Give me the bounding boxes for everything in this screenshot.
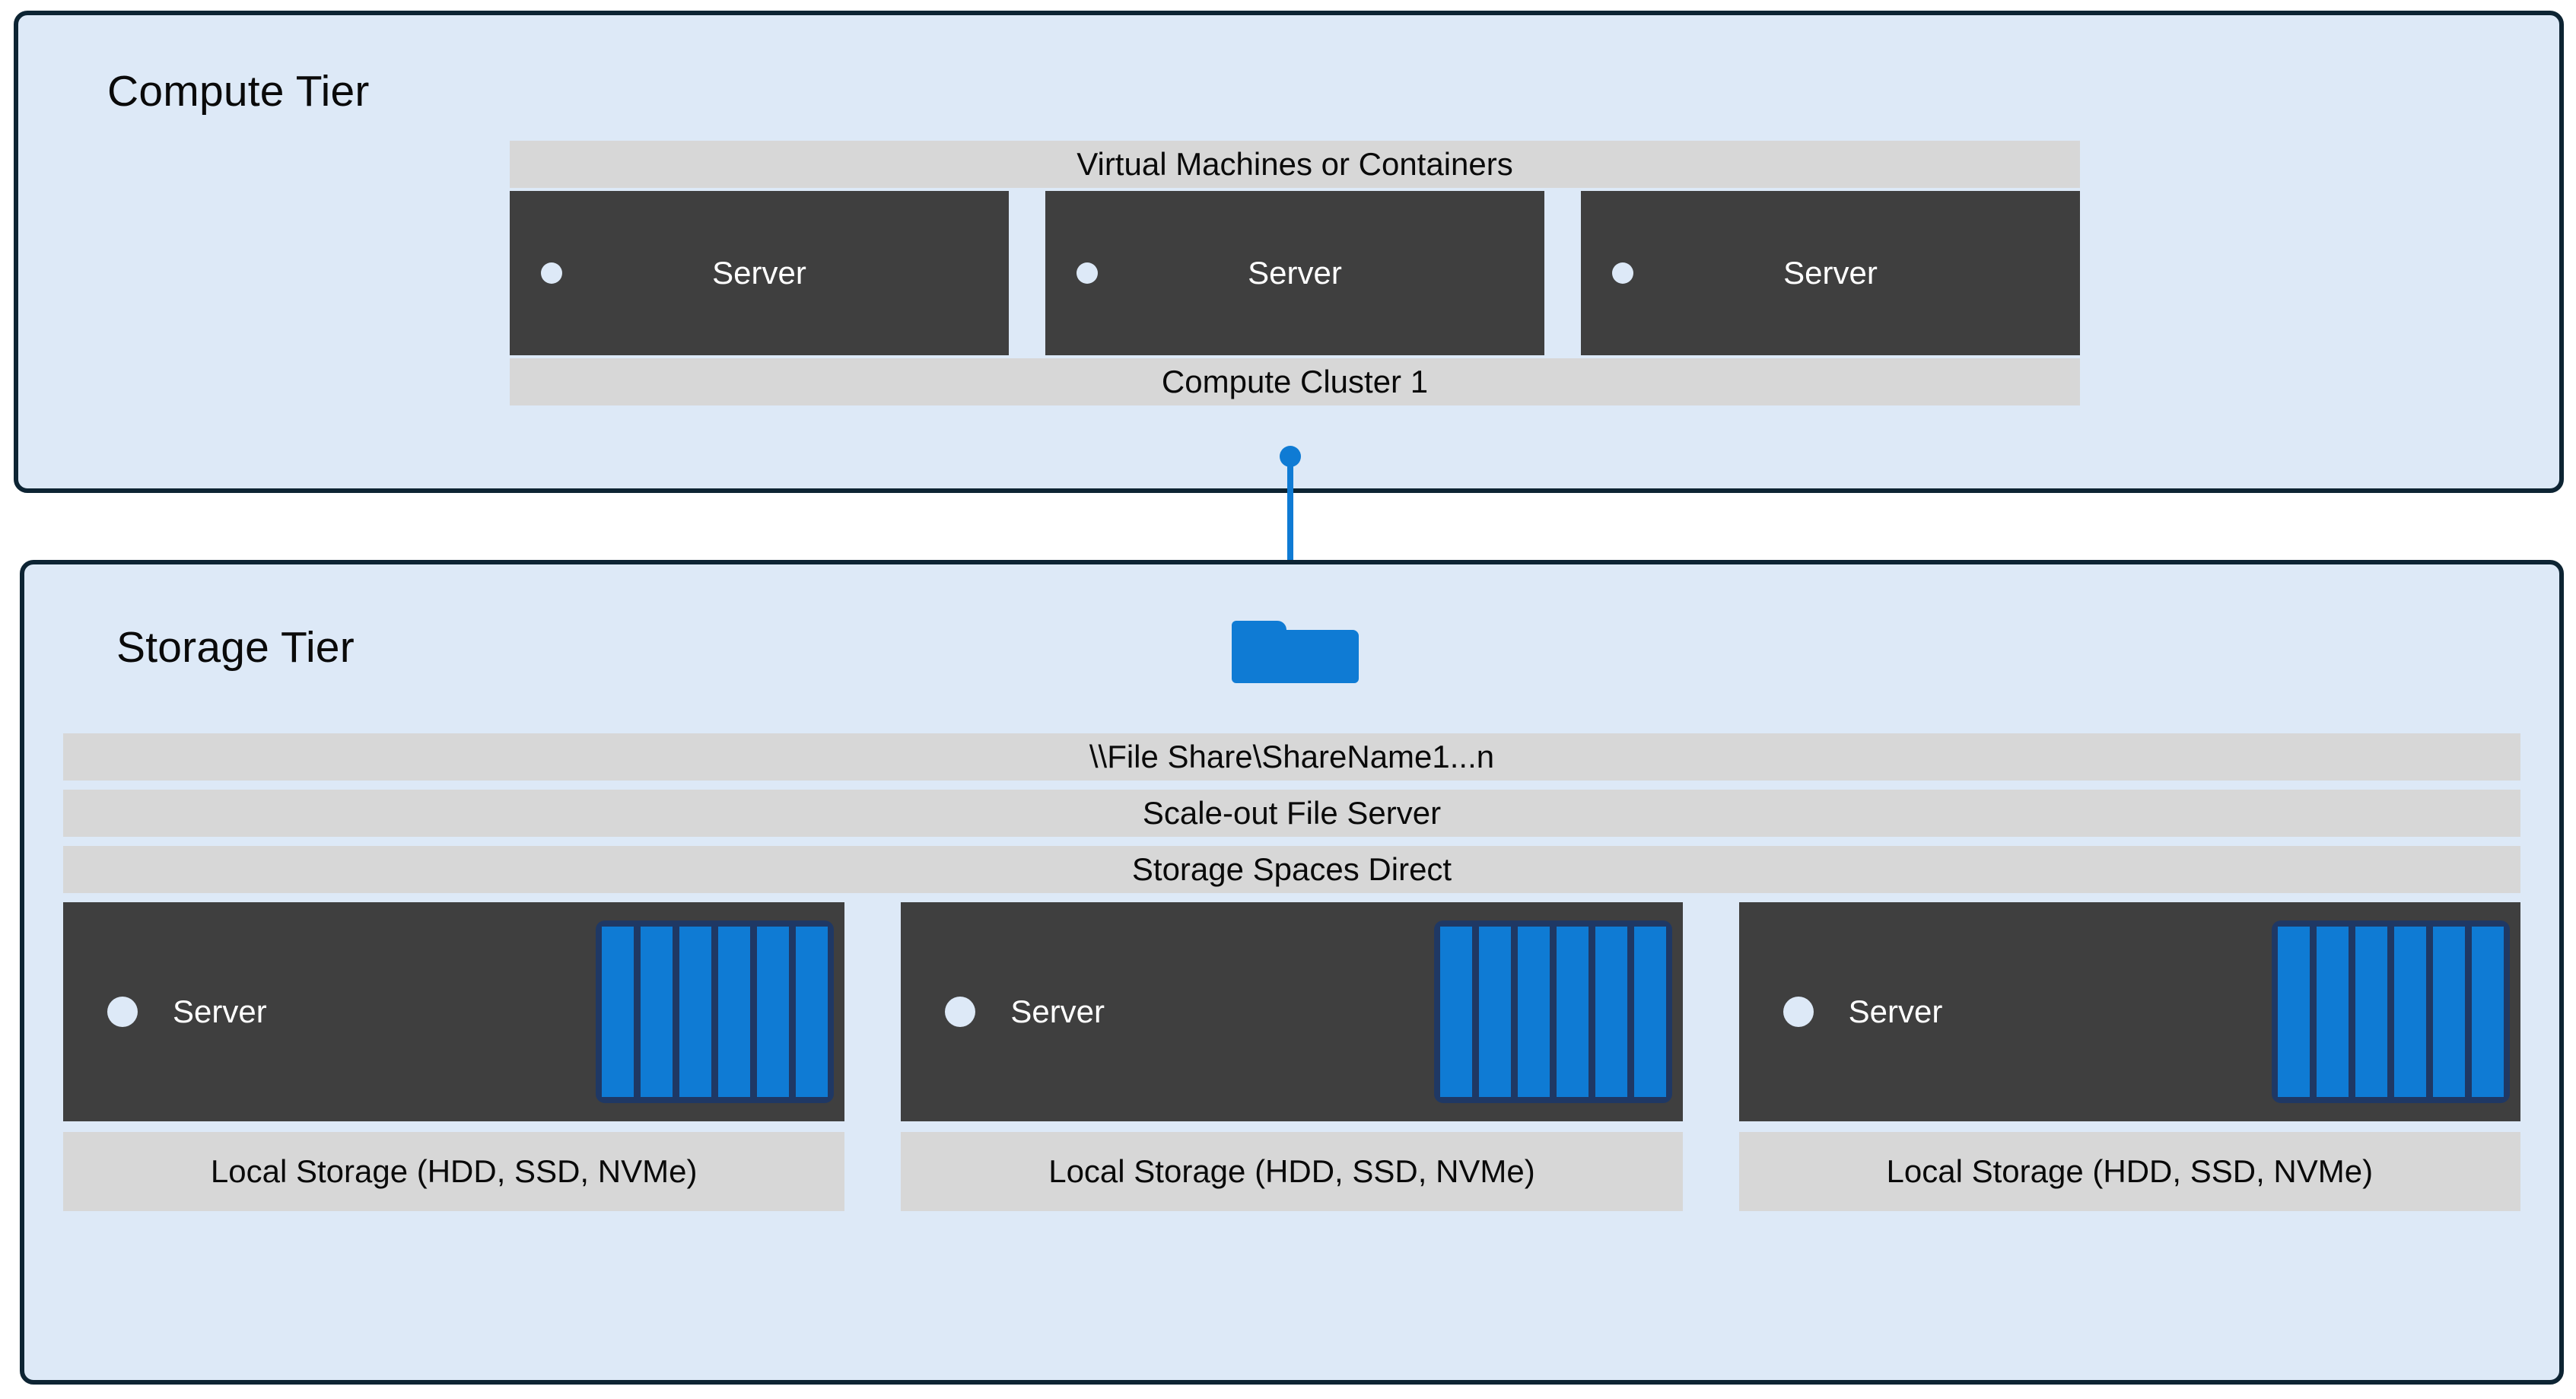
disk-array-icon <box>2271 920 2510 1103</box>
server-status-dot-icon <box>945 997 976 1027</box>
compute-server-1-label: Server <box>712 255 806 291</box>
storage-node-2-footer: Local Storage (HDD, SSD, NVMe) <box>901 1132 1683 1211</box>
storage-node-3-chassis: Server <box>1738 902 2520 1121</box>
server-status-dot-icon <box>1612 262 1633 284</box>
disk-bar-icon <box>718 927 751 1097</box>
server-status-dot-icon <box>1077 262 1098 284</box>
disk-array-icon <box>596 920 835 1103</box>
compute-cluster-group: Virtual Machines or Containers Server Se… <box>510 141 2080 405</box>
folder-body-shape <box>1232 630 1359 683</box>
storage-tier-title: Storage Tier <box>116 623 355 672</box>
connector-line <box>1287 452 1293 616</box>
disk-bar-icon <box>1633 927 1666 1097</box>
compute-cluster-band-label: Compute Cluster 1 <box>1161 364 1429 399</box>
virtual-machines-band: Virtual Machines or Containers <box>510 141 2080 188</box>
storage-node-1-chassis: Server <box>63 902 845 1121</box>
disk-bar-icon <box>679 927 712 1097</box>
compute-server-2-label: Server <box>1248 255 1342 291</box>
server-status-dot-icon <box>107 997 138 1027</box>
compute-server-2[interactable]: Server <box>1045 191 1544 355</box>
disk-bar-icon <box>2432 927 2465 1097</box>
storage-node-3-label: Server <box>1848 994 1943 1029</box>
compute-tier-container: Compute Tier Virtual Machines or Contain… <box>14 11 2564 493</box>
virtual-machines-band-label: Virtual Machines or Containers <box>1077 146 1513 182</box>
compute-server-1[interactable]: Server <box>510 191 1009 355</box>
scale-out-file-server-band: Scale-out File Server <box>63 790 2520 837</box>
scale-out-file-server-band-label: Scale-out File Server <box>1142 795 1442 831</box>
disk-bar-icon <box>796 927 828 1097</box>
storage-node-2[interactable]: Server Local Storage (HDD, SSD, NVMe) <box>901 902 1683 1237</box>
compute-server-row: Server Server Server <box>510 191 2080 355</box>
disk-bar-icon <box>1595 927 1627 1097</box>
storage-node-2-label: Server <box>1010 994 1105 1029</box>
storage-spaces-direct-band: Storage Spaces Direct <box>63 846 2520 893</box>
storage-node-1-footer: Local Storage (HDD, SSD, NVMe) <box>63 1132 845 1211</box>
storage-node-row: Server Local Storage (HDD, SSD, NVMe) <box>63 902 2520 1237</box>
disk-bar-icon <box>2277 927 2310 1097</box>
disk-array-icon <box>1433 920 1672 1103</box>
disk-bar-icon <box>2316 927 2349 1097</box>
storage-node-1-footer-label: Local Storage (HDD, SSD, NVMe) <box>210 1153 698 1189</box>
file-share-band: \\File Share\ShareName1...n <box>63 733 2520 781</box>
disk-bar-icon <box>641 927 673 1097</box>
storage-node-3-footer: Local Storage (HDD, SSD, NVMe) <box>1738 1132 2520 1211</box>
disk-bar-icon <box>1517 927 1550 1097</box>
compute-server-3-label: Server <box>1783 255 1878 291</box>
disk-bar-icon <box>1556 927 1589 1097</box>
compute-cluster-band: Compute Cluster 1 <box>510 358 2080 405</box>
server-status-dot-icon <box>541 262 562 284</box>
storage-node-1-label: Server <box>173 994 267 1029</box>
server-status-dot-icon <box>1783 997 1814 1027</box>
folder-icon <box>1232 621 1359 683</box>
file-share-band-label: \\File Share\ShareName1...n <box>1089 739 1495 774</box>
disk-bar-icon <box>757 927 790 1097</box>
disk-bar-icon <box>2393 927 2426 1097</box>
disk-bar-icon <box>2355 927 2387 1097</box>
storage-node-3[interactable]: Server Local Storage (HDD, SSD, NVMe) <box>1738 902 2520 1237</box>
storage-node-2-footer-label: Local Storage (HDD, SSD, NVMe) <box>1048 1153 1535 1189</box>
storage-spaces-direct-band-label: Storage Spaces Direct <box>1131 851 1452 887</box>
storage-node-1[interactable]: Server Local Storage (HDD, SSD, NVMe) <box>63 902 845 1237</box>
disk-bar-icon <box>602 927 634 1097</box>
disk-bar-icon <box>1478 927 1511 1097</box>
storage-tier-container: Storage Tier \\File Share\ShareName1...n… <box>20 560 2564 1385</box>
disk-bar-icon <box>1439 927 1472 1097</box>
disk-bar-icon <box>2471 927 2504 1097</box>
storage-node-2-chassis: Server <box>901 902 1683 1121</box>
storage-node-3-footer-label: Local Storage (HDD, SSD, NVMe) <box>1886 1153 2374 1189</box>
compute-server-3[interactable]: Server <box>1581 191 2080 355</box>
compute-tier-title: Compute Tier <box>107 67 370 116</box>
